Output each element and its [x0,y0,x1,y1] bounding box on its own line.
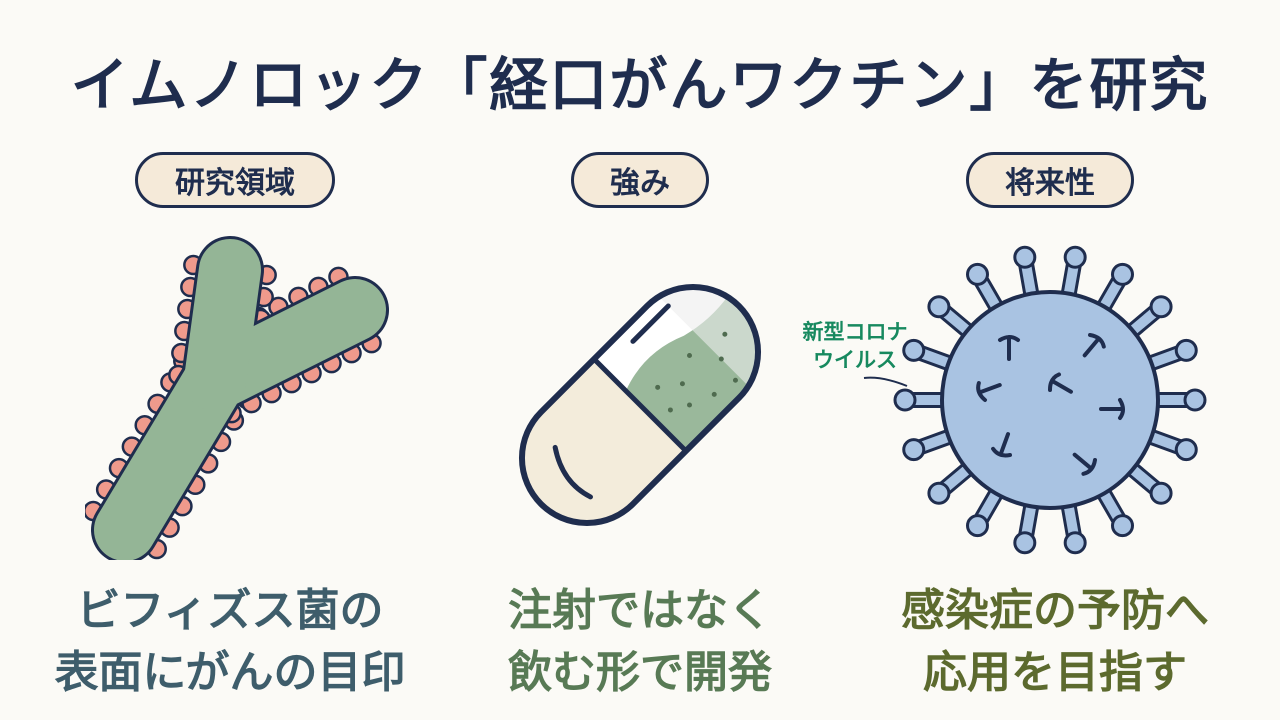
virus-spike-tip [1149,481,1173,505]
virus-spike-tip [1174,438,1198,462]
virus-spike-tip [1111,262,1134,286]
caption-research-line1: ビフィズス菌の [76,585,384,636]
page-title: イムノロック「経口がんワクチン」を研究 [70,51,1210,119]
caption-strength-line1: 注射ではなく [508,585,772,636]
caption-research-line2: 表面にがんの目印 [54,647,406,698]
virus-spike-tip [902,338,926,362]
annotation-pointer [863,376,908,387]
virus-spike-tip [1149,295,1173,319]
label-strength: 強み [571,152,709,208]
virus-surface-mark [991,432,1012,458]
virus-surface-mark [1099,398,1125,420]
virus-spike-tip [966,514,989,538]
annotation-line2: ウイルス [813,348,897,372]
virus-spike-tip [1183,388,1207,412]
virus-surface-mark [1047,372,1073,394]
capsule-illustration [495,260,785,550]
virus-spike-tip [902,438,926,462]
caption-future: 感染症の予防へ 応用を目指す [845,580,1265,704]
virus-spike-tip [1013,531,1037,555]
virus-spike-tip [1063,531,1087,555]
annotation-coronavirus: 新型コロナ ウイルス [770,318,940,374]
coronavirus-illustration [893,245,1207,555]
virus-spike-tip [966,262,989,286]
virus-surface-mark [998,335,1020,361]
virus-spike-tip [1013,245,1037,269]
virus-spike-tip [1063,245,1087,269]
virus-surface-mark [1082,333,1106,358]
virus-surface-mark [976,381,1002,402]
label-research-area: 研究領域 [135,152,335,208]
annotation-line1: 新型コロナ [802,320,908,344]
caption-research-area: ビフィズス菌の 表面にがんの目印 [20,580,440,704]
virus-surface-mark [1072,452,1097,476]
virus-spike-tip [1111,514,1134,538]
virus-spike-tip [927,295,951,319]
caption-strength: 注射ではなく 飲む形で開発 [430,580,850,704]
label-future: 将来性 [966,152,1134,208]
virus-spike-tip [927,481,951,505]
caption-future-line2: 応用を目指す [923,647,1187,698]
caption-strength-line2: 飲む形で開発 [508,647,772,698]
bifidobacterium-illustration [85,236,389,560]
virus-spike-tip [1174,338,1198,362]
caption-future-line1: 感染症の予防へ [901,585,1209,636]
virus-spike-tip [893,388,917,412]
